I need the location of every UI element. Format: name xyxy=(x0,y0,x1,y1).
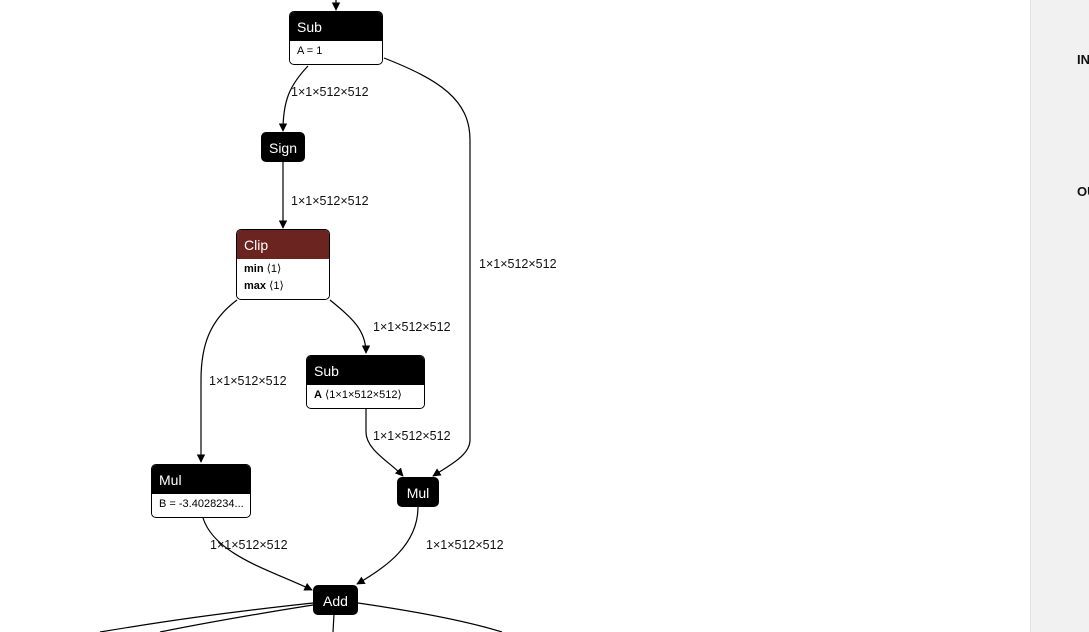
edge-add-out-3 xyxy=(332,613,335,632)
edge-clip-sub2 xyxy=(329,299,371,354)
edge-label: 1×1×512×512 xyxy=(291,85,369,99)
node-attributes: min ⟨1⟩ max ⟨1⟩ xyxy=(237,259,329,297)
edge-label: 1×1×512×512 xyxy=(373,320,451,334)
edge-sub1-sign xyxy=(278,65,309,132)
edge-clip-mul1 xyxy=(196,299,238,463)
edge-label: 1×1×512×512 xyxy=(209,374,287,388)
edge-mul1-add xyxy=(202,517,313,591)
node-mul-1[interactable]: Mul B = -3.4028234... xyxy=(151,464,251,518)
node-attribute: B = -3.4028234... xyxy=(152,494,250,515)
node-sub-1[interactable]: Sub A = 1 xyxy=(289,11,383,65)
node-mul-2[interactable]: Mul xyxy=(397,477,439,507)
graph-canvas[interactable]: 1×1×512×512 1×1×512×512 1×1×512×512 1×1×… xyxy=(0,0,1030,632)
node-title: Sub xyxy=(290,12,382,41)
node-attribute: A = 1 xyxy=(290,41,382,62)
edge-label: 1×1×512×512 xyxy=(479,257,557,271)
node-title: Sign xyxy=(268,140,298,156)
edge-label: 1×1×512×512 xyxy=(210,538,288,552)
node-sub-2[interactable]: Sub A ⟨1×1×512×512⟩ xyxy=(306,355,425,409)
node-title: Sub xyxy=(307,356,424,385)
node-title: Mul xyxy=(406,485,430,501)
edge-add-out-4 xyxy=(357,602,503,632)
edges-layer xyxy=(99,0,503,632)
node-clip[interactable]: Clip min ⟨1⟩ max ⟨1⟩ xyxy=(236,229,330,300)
edge-label: 1×1×512×512 xyxy=(373,429,451,443)
inputs-heading: IN xyxy=(1077,52,1089,67)
edge-label: 1×1×512×512 xyxy=(291,194,369,208)
edge-add-out-1 xyxy=(99,602,314,632)
edge-add-out-2 xyxy=(159,604,314,632)
attr-max: max ⟨1⟩ xyxy=(244,280,284,292)
properties-sidebar[interactable]: IN OU xyxy=(1030,0,1089,632)
node-title: Add xyxy=(323,593,348,609)
edge-mul2-add xyxy=(356,506,419,585)
attr-min: min ⟨1⟩ xyxy=(244,263,282,275)
outputs-heading: OU xyxy=(1077,184,1089,199)
node-add[interactable]: Add xyxy=(313,585,358,615)
node-title: Mul xyxy=(152,465,250,494)
node-attribute: A ⟨1×1×512×512⟩ xyxy=(307,385,424,406)
edge-sub1-mul2 xyxy=(383,57,471,477)
edge-sub2-mul2 xyxy=(365,409,404,477)
node-sign[interactable]: Sign xyxy=(261,132,305,162)
edge-label: 1×1×512×512 xyxy=(426,538,504,552)
node-title: Clip xyxy=(237,230,329,259)
